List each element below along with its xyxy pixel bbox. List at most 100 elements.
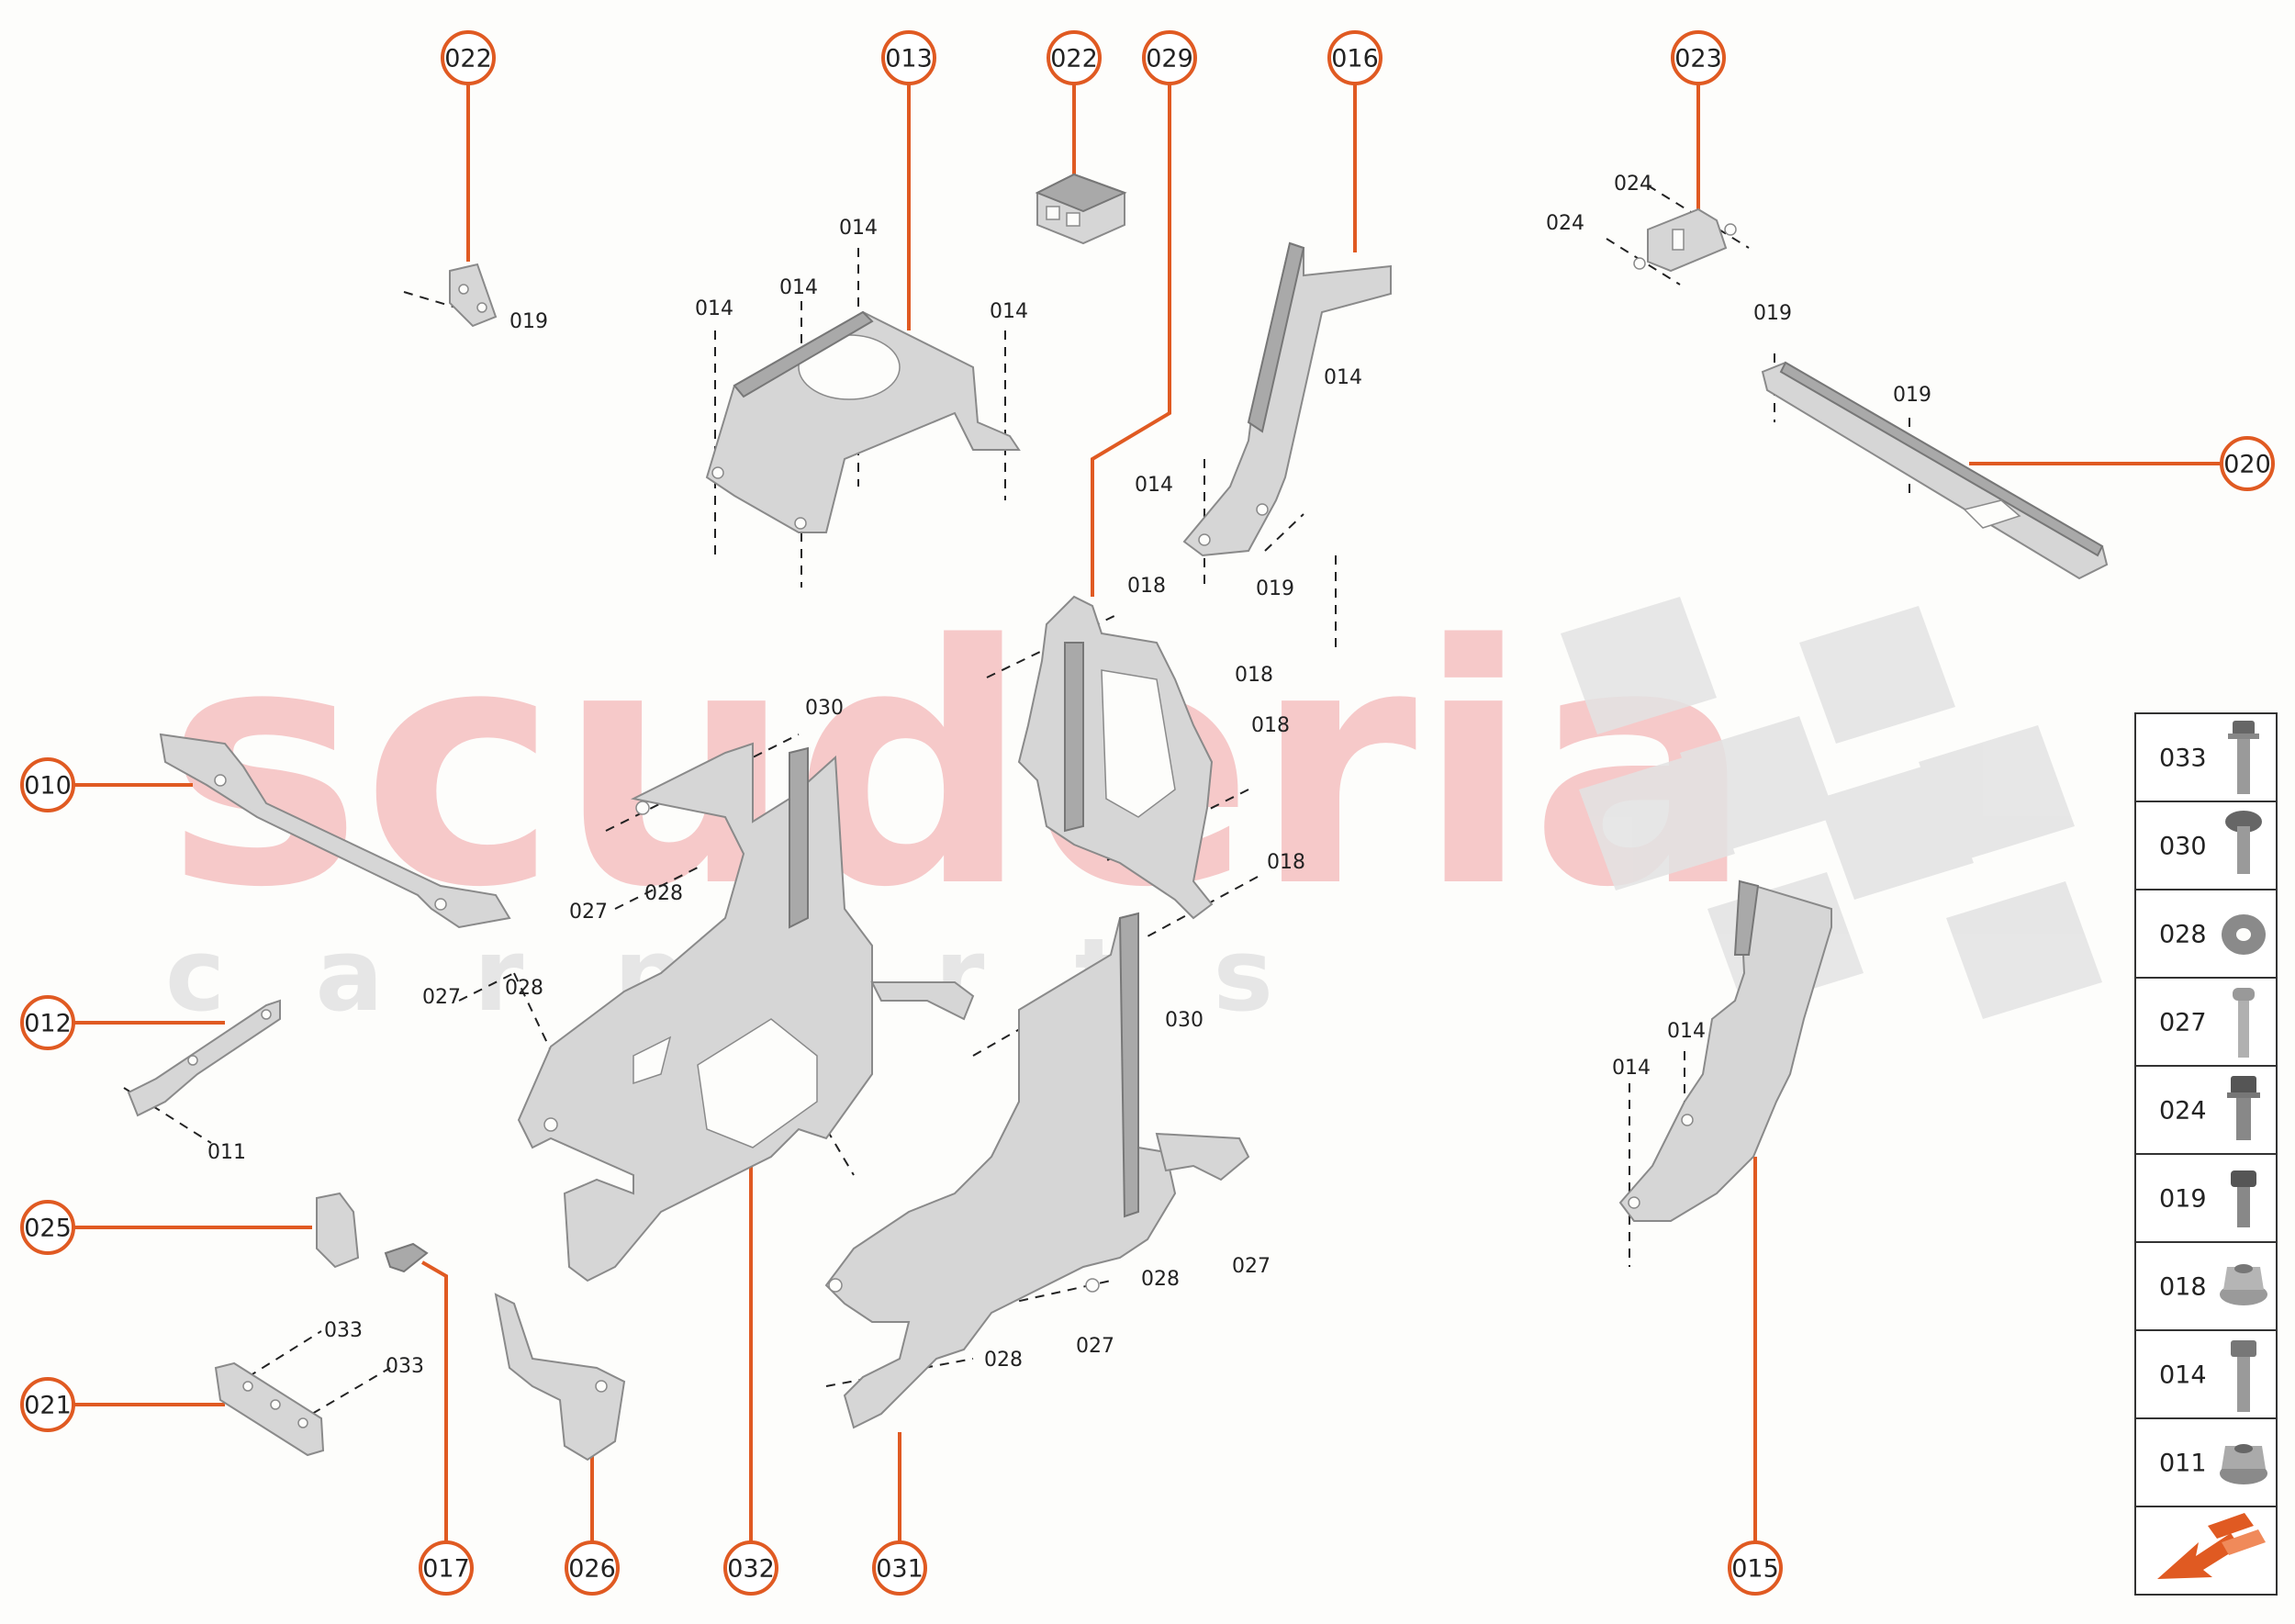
callout-031[interactable]: 031 [872, 1540, 927, 1596]
ref-label: 014 [1667, 1020, 1706, 1043]
legend-item-027[interactable]: 027 [2159, 988, 2255, 1058]
callout-label: 017 [422, 1555, 470, 1584]
callout-label: 031 [876, 1555, 924, 1584]
ref-label: 027 [1076, 1335, 1114, 1358]
callout-label: 032 [727, 1555, 775, 1584]
part-023-small-bracket [1633, 207, 1737, 273]
ref-label: 019 [1256, 577, 1294, 600]
hex-nut-icon [2220, 1444, 2267, 1484]
part-010-strap [159, 733, 511, 929]
ref-label: 033 [386, 1355, 424, 1378]
callout-label: 020 [2223, 451, 2271, 479]
callout-020[interactable]: 020 [2220, 436, 2275, 491]
callout-label: 013 [885, 45, 933, 73]
legend-item-019[interactable]: 019 [2159, 1170, 2256, 1227]
callout-029[interactable]: 029 [1142, 30, 1197, 85]
callout-016[interactable]: 016 [1327, 30, 1383, 85]
ref-label: 030 [805, 697, 844, 720]
callout-026[interactable]: 026 [565, 1540, 620, 1596]
part-029-plate [1017, 595, 1214, 920]
callout-017[interactable]: 017 [419, 1540, 474, 1596]
callout-013[interactable]: 013 [881, 30, 936, 85]
callout-label: 010 [24, 772, 72, 801]
legend-code: 027 [2159, 1009, 2207, 1037]
hex-flange-bolt-icon [2227, 1076, 2260, 1140]
legend-item-014[interactable]: 014 [2159, 1340, 2256, 1412]
ref-label: 027 [1232, 1255, 1271, 1278]
ref-label: 014 [990, 300, 1028, 323]
callout-label: 016 [1331, 45, 1379, 73]
part-031-lower-frame [824, 912, 1250, 1429]
callouts: 022 013 022 029 016 023 020 010 [20, 30, 2275, 1596]
flange-bolt-long-icon [2228, 721, 2259, 794]
part-015-right-bracket [1618, 879, 1832, 1222]
callout-021[interactable]: 021 [20, 1377, 75, 1432]
ref-label: 014 [1135, 474, 1173, 497]
watermark-brand: scuderia [165, 575, 1753, 959]
callout-015[interactable]: 015 [1728, 1540, 1783, 1596]
ref-label: 014 [1612, 1057, 1651, 1080]
part-026-l-bracket [494, 1293, 626, 1462]
short-bolt-icon [2231, 1170, 2256, 1227]
legend-item-018[interactable]: 018 [2159, 1264, 2267, 1305]
part-025-clip [316, 1192, 429, 1273]
callout-012[interactable]: 012 [20, 995, 75, 1050]
pan-head-screw-icon [2233, 988, 2255, 1058]
ref-label: 028 [644, 882, 683, 905]
legend-item-028[interactable]: 028 [2159, 914, 2266, 955]
ref-label: 019 [1753, 302, 1792, 325]
ref-label: 028 [984, 1349, 1023, 1372]
fastener-legend: 033 030 028 027 [2134, 712, 2278, 1596]
part-021-flat-bracket [214, 1361, 325, 1457]
legend-item-024[interactable]: 024 [2159, 1076, 2260, 1140]
ref-label: 014 [1324, 366, 1362, 389]
ref-label: 014 [695, 297, 733, 320]
part-020-long-rail [1761, 361, 2109, 580]
callout-022-upper-center[interactable]: 022 [1047, 30, 1102, 85]
part-016-vertical-bracket [1182, 241, 1392, 557]
legend-code: 014 [2159, 1361, 2207, 1390]
ref-label: 027 [569, 901, 608, 924]
legend-code: 024 [2159, 1097, 2207, 1126]
ref-label: 018 [1235, 664, 1273, 687]
callout-leaders [73, 84, 2220, 1547]
callout-label: 026 [568, 1555, 616, 1584]
flange-nut-icon [2220, 1264, 2267, 1305]
legend-item-030[interactable]: 030 [2159, 811, 2262, 874]
callout-032[interactable]: 032 [723, 1540, 778, 1596]
ref-label: 033 [324, 1319, 363, 1342]
legend-code: 019 [2159, 1185, 2207, 1214]
legend-item-011[interactable]: 011 [2159, 1444, 2267, 1484]
ref-label: 014 [779, 276, 818, 299]
callout-label: 022 [1050, 45, 1098, 73]
legend-code: 030 [2159, 833, 2207, 861]
callout-label: 025 [24, 1215, 72, 1243]
ref-label: 018 [1267, 851, 1305, 874]
ref-label: 024 [1546, 212, 1584, 235]
legend-code: 011 [2159, 1450, 2207, 1478]
legend-code: 028 [2159, 921, 2207, 949]
ref-label: 028 [1141, 1268, 1180, 1291]
orange-arrow-icon[interactable] [2157, 1513, 2266, 1579]
washer-icon [2222, 914, 2266, 955]
callout-010[interactable]: 010 [20, 757, 75, 812]
callout-label: 029 [1146, 45, 1193, 73]
callout-023[interactable]: 023 [1671, 30, 1726, 85]
part-022-connector-block [1035, 173, 1127, 245]
callout-label: 015 [1731, 1555, 1779, 1584]
callout-label: 012 [24, 1010, 72, 1038]
ref-label: 024 [1614, 173, 1652, 196]
ref-label: 014 [839, 217, 878, 240]
ref-label: 028 [505, 977, 543, 1000]
part-032-main-frame [517, 742, 975, 1282]
callout-022-upper-left[interactable]: 022 [441, 30, 496, 85]
legend-code: 033 [2159, 745, 2207, 773]
ref-label: 018 [1127, 575, 1166, 598]
callout-025[interactable]: 025 [20, 1200, 75, 1255]
legend-item-033[interactable]: 033 [2159, 721, 2259, 794]
fastener-refs: 019 014 014 014 014 024 024 019 019 014 … [207, 173, 1931, 1378]
hex-bolt-long-icon [2231, 1340, 2256, 1412]
ref-label: 019 [509, 310, 548, 333]
